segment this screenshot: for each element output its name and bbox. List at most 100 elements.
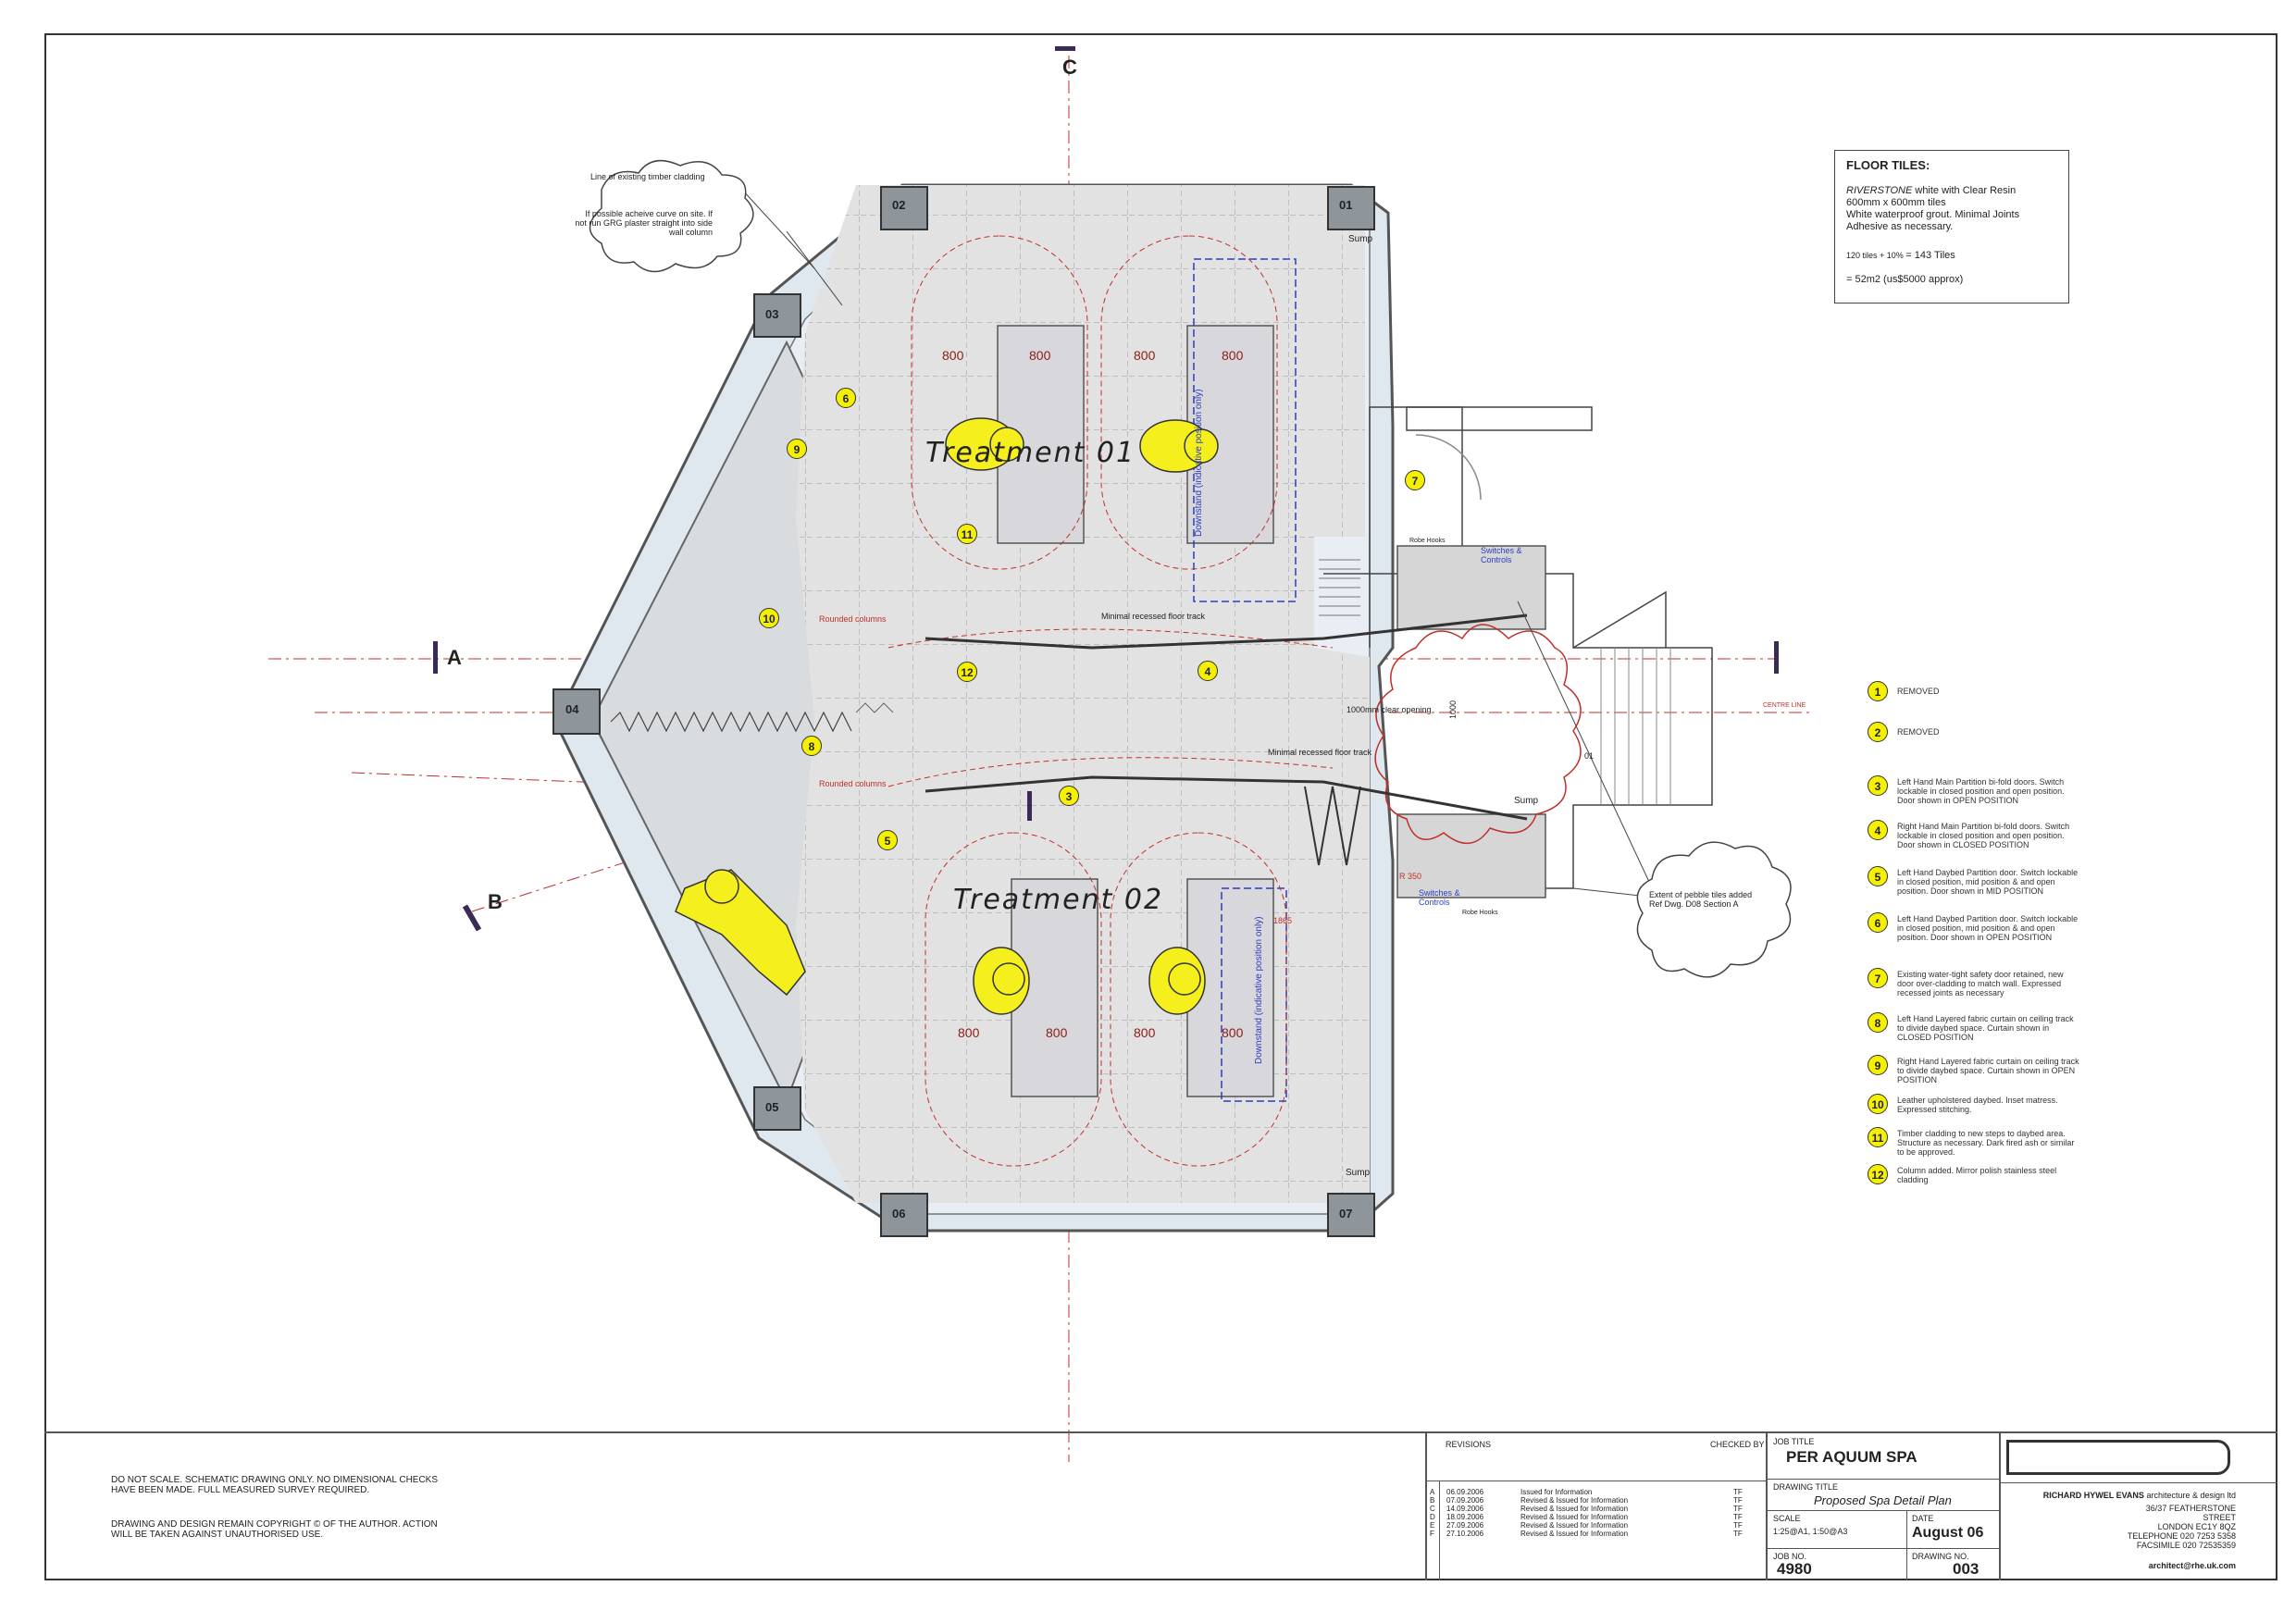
column-07 — [1327, 1193, 1375, 1237]
note-number: 5 — [1868, 866, 1888, 886]
job-no-value: 4980 — [1777, 1560, 1812, 1578]
pebble-note: Extent of pebble tiles added Ref Dwg. D0… — [1649, 890, 1753, 909]
dim-800: 800 — [1134, 348, 1156, 363]
note-number: 6 — [1868, 912, 1888, 933]
note-text: Right Hand Main Partition bi-fold doors.… — [1897, 822, 2070, 849]
telephone: TELEPHONE 020 7253 5358 — [2127, 1531, 2236, 1541]
note-text: Existing water-tight safety door retaine… — [1897, 970, 2064, 997]
dim-800: 800 — [1222, 1025, 1244, 1040]
drawing-title-label: DRAWING TITLE — [1773, 1482, 1839, 1492]
dim-800: 800 — [1029, 348, 1051, 363]
plan-marker-11: 11 — [957, 524, 977, 544]
centre-line-label: CENTRE LINE — [1763, 702, 1806, 709]
note-text: Right Hand Layered fabric curtain on cei… — [1897, 1057, 2079, 1084]
section-label-c: C — [1062, 56, 1077, 79]
robe-hooks-label: Robe Hooks — [1409, 538, 1446, 544]
column-05 — [753, 1086, 801, 1131]
note-text: REMOVED — [1897, 687, 1940, 696]
drawing-sheet — [44, 33, 2277, 1580]
occupant-figures — [675, 417, 1219, 1015]
column-01 — [1327, 186, 1375, 230]
dim-01: 01 — [1584, 751, 1595, 761]
section-label-b: B — [488, 890, 503, 913]
drawing-no-value: 003 — [1953, 1560, 1980, 1578]
revisions-label: REVISIONS — [1446, 1440, 1492, 1449]
partition-tracks — [855, 613, 1528, 866]
note-number: 9 — [1868, 1055, 1888, 1075]
note-text: Leather upholstered daybed. Inset matres… — [1897, 1096, 2058, 1114]
email-link[interactable]: architect@rhe.uk.com — [2148, 1561, 2236, 1570]
column-tag-04: 04 — [565, 702, 579, 716]
treatment-beds — [997, 325, 1274, 1097]
curtain-zigzag — [610, 711, 852, 733]
sump-label: Sump — [1514, 796, 1539, 806]
floor-tiles-line3: White waterproof grout. Minimal Joints — [1846, 209, 2020, 220]
dim-800: 800 — [1222, 348, 1244, 363]
plan-marker-6: 6 — [836, 388, 856, 408]
structural-columns — [552, 186, 1375, 1237]
address-line: 36/37 FEATHERSTONE — [2145, 1504, 2236, 1513]
note-text: Timber cladding to new steps to daybed a… — [1897, 1129, 2075, 1157]
note-text: Column added. Mirror polish stainless st… — [1897, 1166, 2057, 1184]
room-label-treatment-01: Treatment 01 — [925, 437, 1136, 469]
column-tag-03: 03 — [765, 307, 779, 321]
note-text: Left Hand Main Partition bi-fold doors. … — [1897, 777, 2065, 805]
plan-marker-4: 4 — [1198, 661, 1218, 681]
dim-1000: 1000 — [1448, 700, 1458, 720]
section-label-a: A — [447, 646, 462, 669]
switches-label: Switches & Controls — [1481, 546, 1522, 564]
job-no-label: JOB NO. — [1773, 1552, 1807, 1561]
note-number: 2 — [1868, 722, 1888, 742]
plan-marker-7: 7 — [1405, 470, 1425, 490]
cladding-note: Line of existing timber cladding — [590, 172, 705, 181]
column-tag-07: 07 — [1339, 1207, 1353, 1220]
entrance-area — [1319, 406, 1713, 898]
clear-opening-label: 1000mm clear opening — [1347, 705, 1432, 714]
plan-marker-10: 10 — [759, 608, 779, 628]
rounded-columns-label: Rounded columns — [819, 779, 887, 788]
firm-details: RICHARD HYWEL EVANS architecture & desig… — [2004, 1491, 2236, 1570]
pebble-tile-area — [1374, 624, 1582, 845]
column-tag-05: 05 — [765, 1100, 779, 1114]
robe-hooks-label: Robe Hooks — [1462, 910, 1498, 916]
disclaimer-survey: DO NOT SCALE. SCHEMATIC DRAWING ONLY. NO… — [111, 1475, 439, 1495]
disclaimer-copyright: DRAWING AND DESIGN REMAIN COPYRIGHT © OF… — [111, 1519, 438, 1540]
note-text: Left Hand Layered fabric curtain on ceil… — [1897, 1014, 2074, 1042]
address-line: LONDON EC1Y 8QZ — [2157, 1522, 2236, 1531]
firm-logo-box — [2006, 1440, 2230, 1475]
plan-marker-12: 12 — [957, 662, 977, 682]
floor-track-label: Minimal recessed floor track — [1101, 612, 1206, 621]
drawing-no-label: DRAWING NO. — [1912, 1552, 1969, 1561]
dim-800: 800 — [1134, 1025, 1156, 1040]
checked-by-label: CHECKED BY — [1710, 1440, 1765, 1449]
note-number: 3 — [1868, 775, 1888, 796]
job-title-label: JOB TITLE — [1773, 1437, 1815, 1446]
floor-tiles-brand: RIVERSTONE — [1846, 185, 1913, 196]
column-02 — [880, 186, 928, 230]
scale-label: SCALE — [1773, 1514, 1801, 1523]
column-04 — [552, 688, 601, 735]
sump-label: Sump — [1346, 1168, 1371, 1178]
firm-suffix: architecture & design ltd — [2143, 1491, 2236, 1500]
dim-1865: 1865 — [1273, 916, 1293, 925]
floor-tiles-box: FLOOR TILES: RIVERSTONE white with Clear… — [1834, 150, 2069, 304]
note-text: REMOVED — [1897, 727, 1940, 737]
downstand-label: Downstand (indicative position only) — [1254, 916, 1264, 1064]
plan-marker-5: 5 — [877, 830, 898, 850]
date-value: August 06 — [1912, 1525, 1984, 1541]
note-cloud-right — [1636, 841, 1792, 978]
note-text: Left Hand Daybed Partition door. Switch … — [1897, 868, 2079, 896]
dim-800: 800 — [958, 1025, 980, 1040]
dim-800: 800 — [942, 348, 964, 363]
floor-tiles-line2: 600mm x 600mm tiles — [1846, 197, 1946, 208]
column-tag-01: 01 — [1339, 198, 1353, 212]
floor-track-label: Minimal recessed floor track — [1268, 748, 1372, 757]
job-title: PER AQUUM SPA — [1786, 1448, 1917, 1466]
address-line: STREET — [2203, 1513, 2236, 1522]
